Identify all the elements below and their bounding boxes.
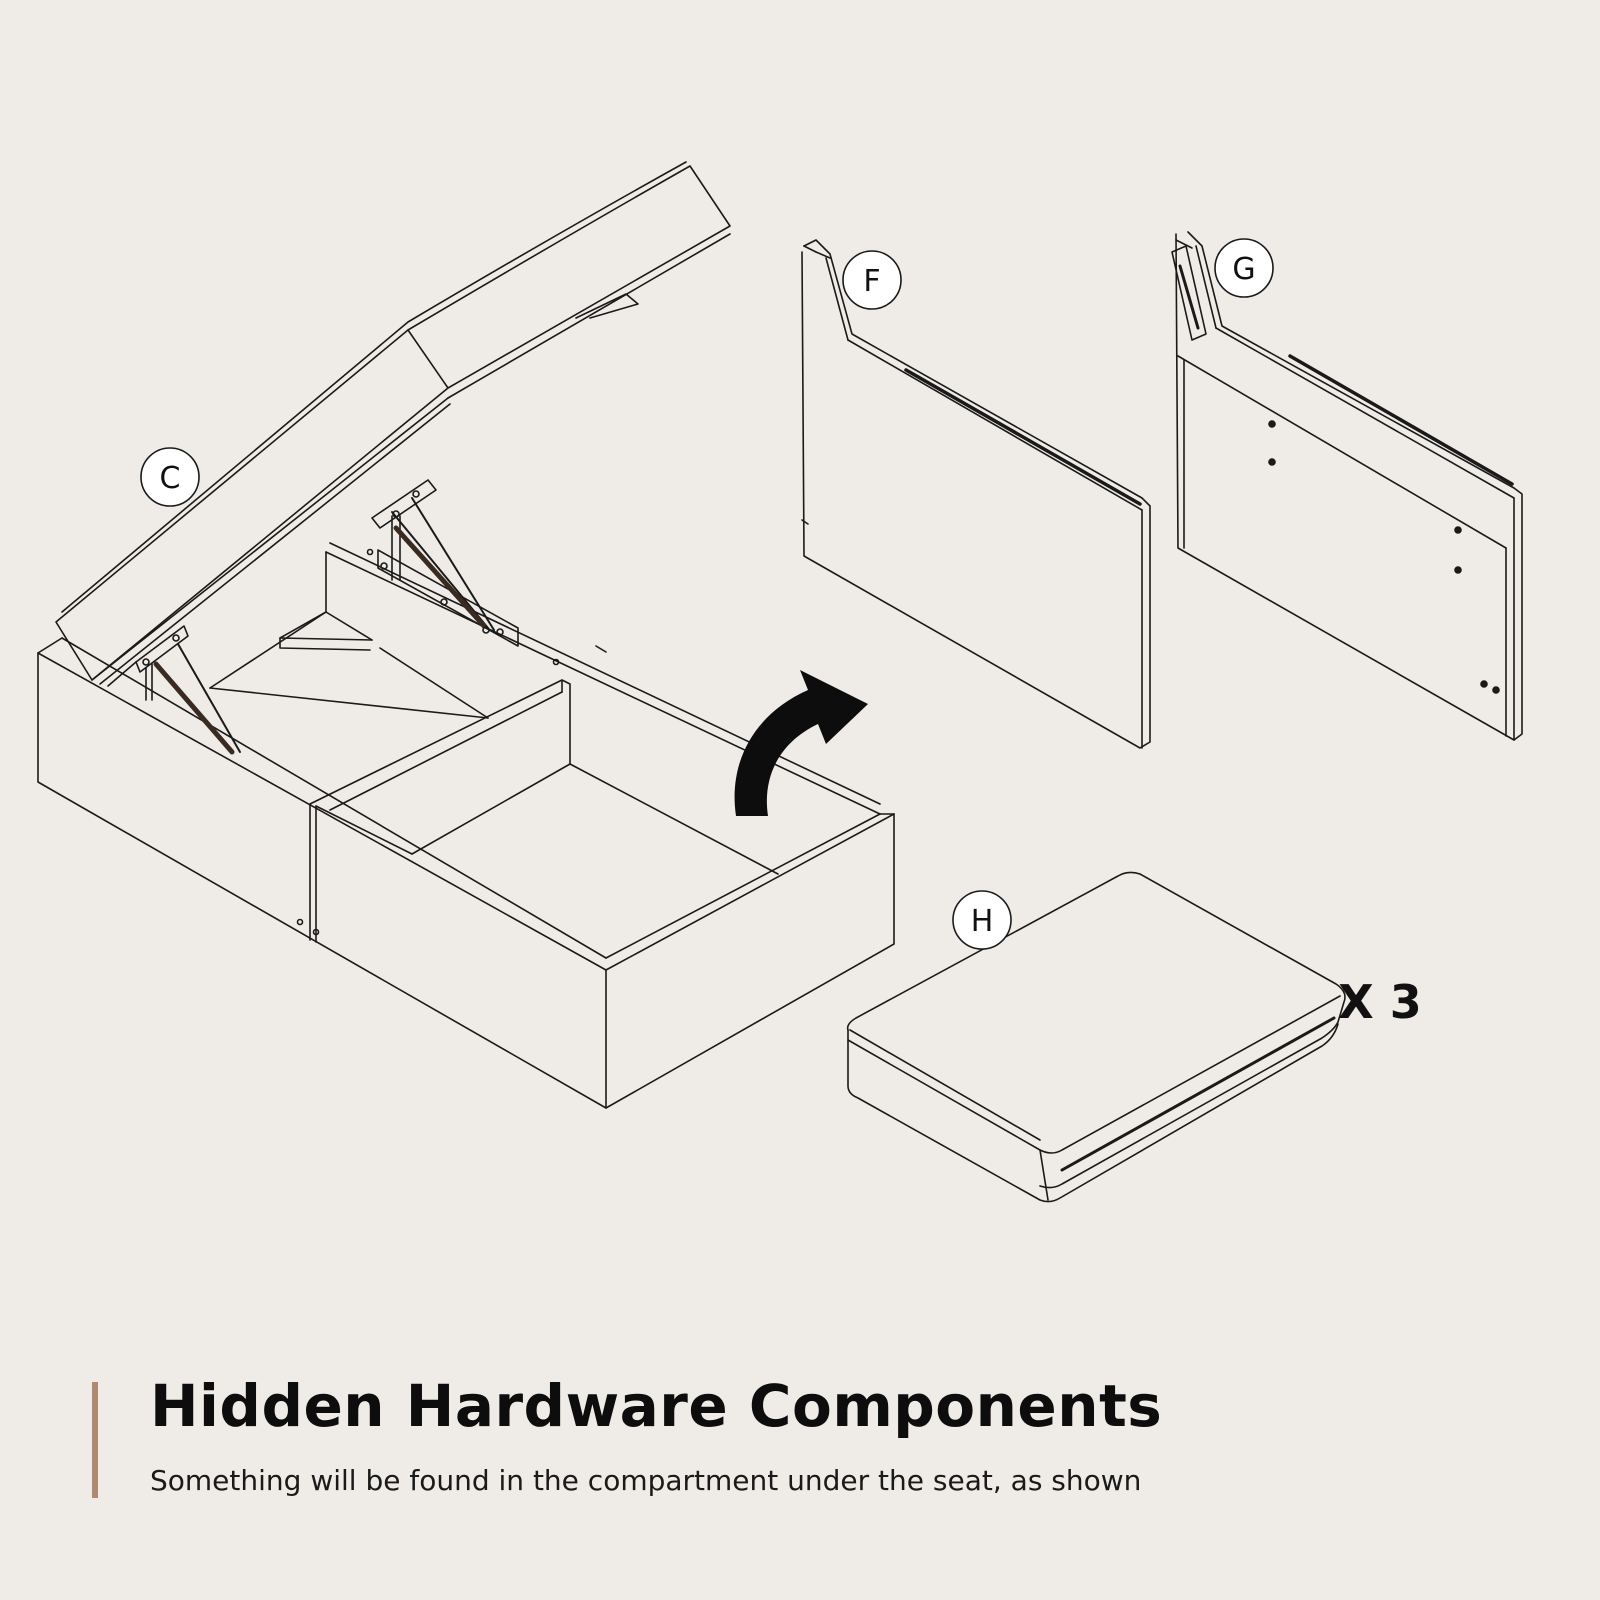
svg-text:F: F (863, 264, 880, 299)
seat-lid (55, 161, 731, 685)
svg-text:C: C (160, 461, 181, 496)
label-g: G (1214, 238, 1274, 298)
panel-f (801, 239, 1151, 749)
assembly-diagram: C F G H X 3 (37, 161, 1523, 1203)
panel-g (1171, 231, 1523, 741)
accent-bar (92, 1382, 98, 1498)
cushion-quantity: X 3 (1338, 975, 1422, 1029)
label-f: F (842, 250, 902, 310)
svg-text:H: H (971, 904, 994, 939)
lift-direction-arrow-icon (734, 670, 868, 816)
page-subtitle: Something will be found in the compartme… (150, 1464, 1142, 1497)
label-h: H (952, 890, 1012, 950)
gas-strut-hinge-icon (107, 479, 519, 755)
storage-seat-base (37, 542, 895, 1109)
svg-text:G: G (1232, 252, 1255, 287)
caption: Hidden Hardware Components Something wil… (92, 1372, 1552, 1498)
label-c: C (140, 447, 200, 507)
seat-cushion (846, 871, 1346, 1203)
page-title: Hidden Hardware Components (150, 1372, 1163, 1440)
